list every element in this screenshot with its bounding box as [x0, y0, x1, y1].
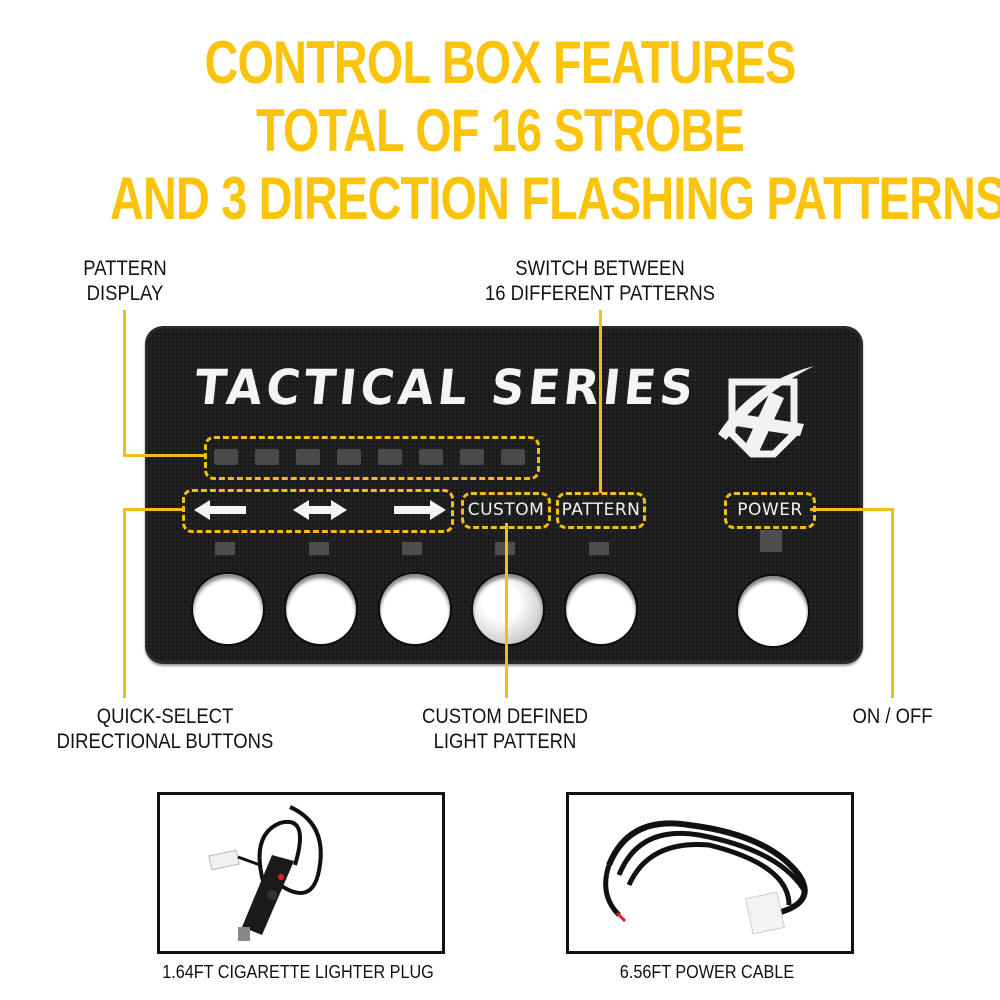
headline-line-2: TOTAL OF 16 STROBE [256, 97, 745, 164]
leader-quick-select-h [123, 508, 183, 511]
left-direction-button[interactable] [193, 574, 263, 644]
power-button[interactable] [738, 576, 808, 646]
power-tag: POWER [724, 492, 816, 529]
pattern-led [378, 449, 402, 465]
pattern-led [419, 449, 443, 465]
callout-on-off: ON / OFF [852, 705, 933, 728]
pattern-led [460, 449, 484, 465]
leader-custom-defined [505, 523, 508, 698]
pattern-display-outline [204, 436, 540, 480]
pattern-button[interactable] [566, 574, 636, 644]
status-led-left [215, 542, 235, 555]
pattern-led [501, 449, 525, 465]
leader-pattern-display-h [123, 454, 205, 457]
accessory-caption-plug: 1.64FT CIGARETTE LIGHTER PLUG [162, 962, 434, 982]
pattern-tag: PATTERN [556, 492, 646, 529]
callout-pattern-display: PATTERN DISPLAY [83, 257, 167, 305]
status-led-pattern [589, 542, 609, 555]
status-led-right [402, 542, 422, 555]
headline-line-3: AND 3 DIRECTION FLASHING PATTERNS [110, 165, 1000, 232]
status-led-power [760, 530, 782, 552]
leader-on-off-h [810, 508, 893, 511]
leader-pattern-display-v [123, 310, 126, 457]
leader-quick-select-v [123, 508, 126, 698]
callout-custom-defined: CUSTOM DEFINED LIGHT PATTERN [422, 705, 588, 753]
brand-title: TACTICAL SERIES [192, 358, 700, 416]
custom-button[interactable] [473, 574, 543, 644]
accessory-cigarette-plug-frame [157, 792, 445, 954]
power-cable-icon [603, 820, 808, 935]
arrow-both-icon [293, 500, 347, 520]
right-direction-button[interactable] [380, 574, 450, 644]
leader-switch-patterns [599, 310, 602, 493]
callout-switch-patterns: SWITCH BETWEEN 16 DIFFERENT PATTERNS [484, 257, 716, 305]
both-direction-button[interactable] [286, 574, 356, 644]
pattern-led-row [214, 449, 525, 465]
leader-on-off-v [891, 508, 894, 698]
pattern-led [337, 449, 361, 465]
status-led-both [309, 542, 329, 555]
pattern-led [214, 449, 238, 465]
arrow-left-icon [194, 500, 246, 520]
direction-group-outline [182, 489, 454, 533]
pattern-led [255, 449, 279, 465]
accessory-caption-cable: 6.56FT POWER CABLE [619, 962, 795, 982]
cigarette-plug-cable-icon [208, 805, 323, 941]
pattern-led [296, 449, 320, 465]
callout-quick-select: QUICK-SELECT DIRECTIONAL BUTTONS [56, 705, 274, 753]
shield-x-logo-icon [718, 366, 814, 458]
accessory-power-cable-frame [566, 792, 854, 954]
headline-line-1: CONTROL BOX FEATURES [204, 29, 796, 96]
arrow-right-icon [394, 500, 446, 520]
